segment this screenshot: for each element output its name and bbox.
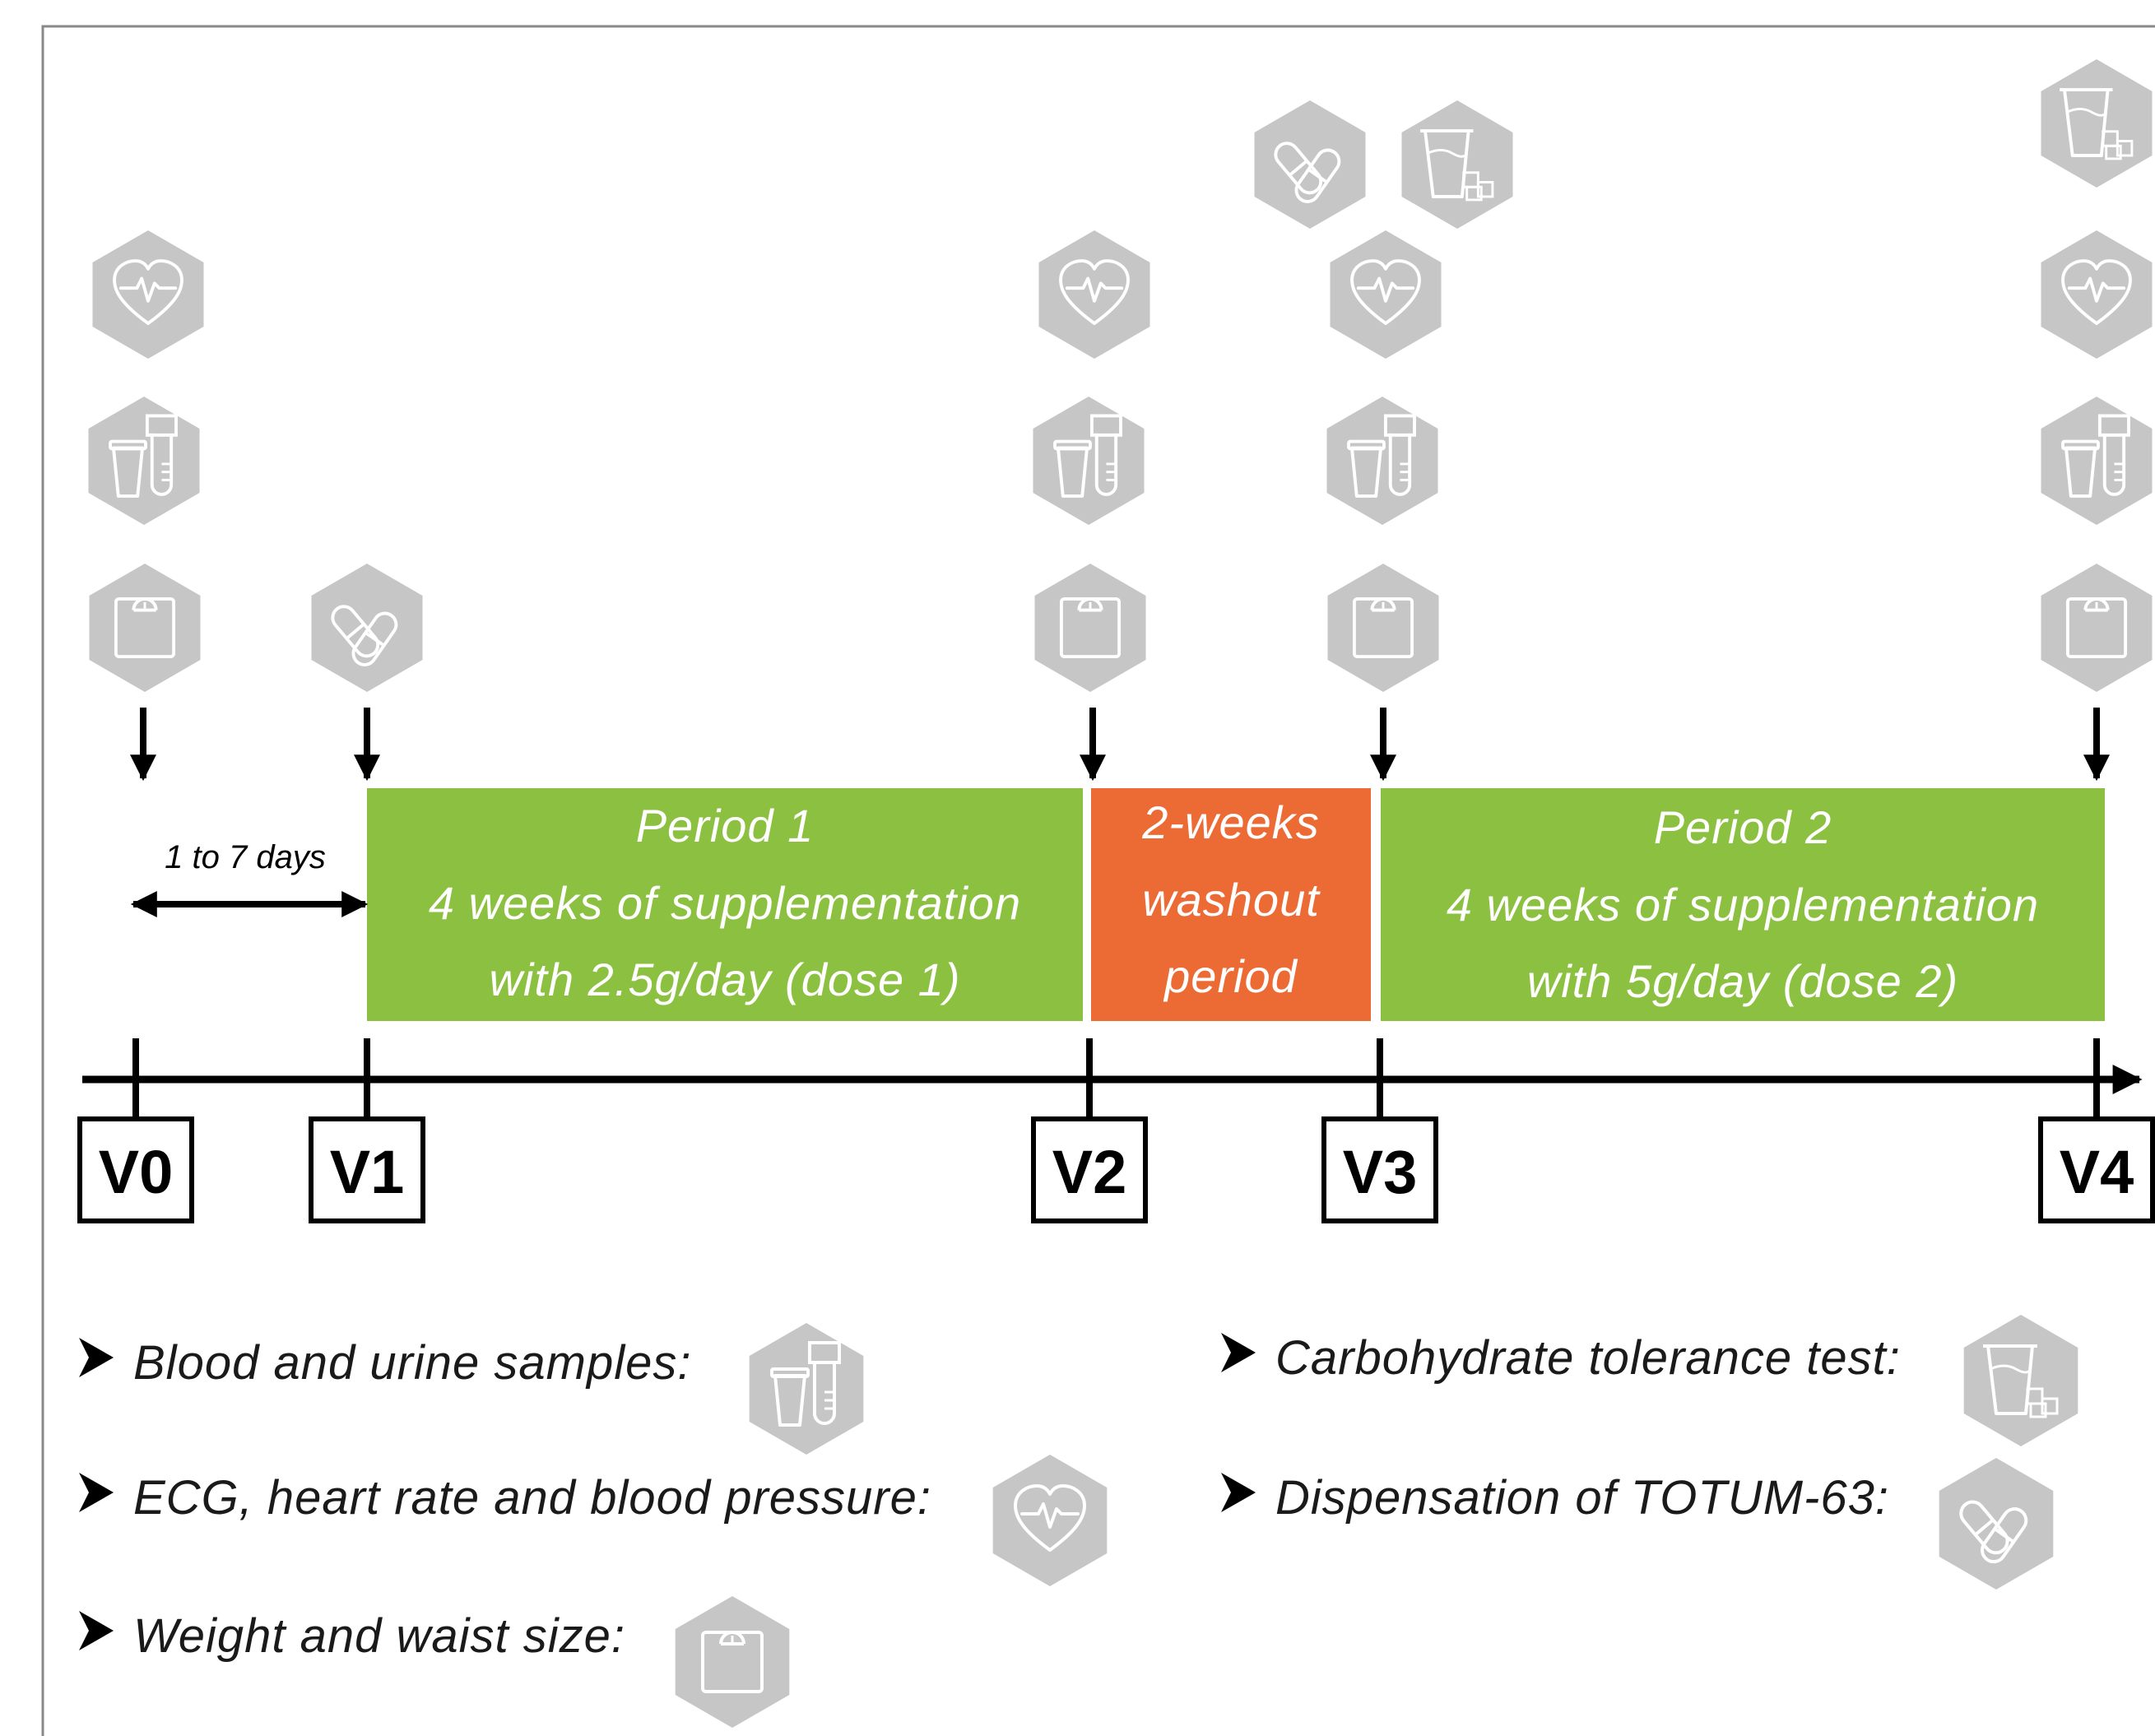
screening-gap-label: 1 to 7 days: [165, 839, 326, 875]
ecg-heart-icon: [92, 230, 204, 359]
legend-label: ECG, heart rate and blood pressure:: [133, 1471, 931, 1525]
arrow-bullet-icon: [79, 1473, 114, 1512]
visit-label: V4: [2060, 1138, 2134, 1206]
blood-urine-samples-icon: [1033, 397, 1145, 525]
legend-item: Carbohydrate tolerance test:: [1221, 1315, 2078, 1446]
weighing-scale-icon: [1034, 564, 1146, 692]
washout-bar: [1091, 788, 1371, 1021]
weighing-scale-icon: [89, 564, 201, 692]
arrow-bullet-icon: [79, 1611, 114, 1650]
period-1-dose: with 2.5g/day (dose 1): [490, 954, 961, 1005]
legend-label: Weight and waist size:: [133, 1609, 625, 1663]
washout-line-1: 2-weeks: [1141, 796, 1320, 848]
blood-urine-samples-icon: [2041, 397, 2153, 525]
visit-v1: V1: [309, 564, 425, 1223]
ecg-heart-icon: [1038, 230, 1150, 359]
legend-label: Dispensation of TOTUM-63:: [1275, 1471, 1889, 1525]
carbohydrate-test-icon: [2041, 59, 2153, 188]
visit-box: [77, 1116, 194, 1223]
period-2-block: Period 2 4 weeks of supplementation with…: [1381, 788, 2105, 1021]
ecg-heart-icon: [992, 1455, 1108, 1586]
weighing-scale-icon: [675, 1596, 790, 1728]
arrow-bullet-icon: [79, 1338, 114, 1377]
washout-line-2: washout: [1142, 874, 1321, 926]
period-2-dose: with 5g/day (dose 2): [1527, 955, 1958, 1007]
capsules-icon: [311, 564, 423, 692]
blood-urine-samples-icon: [749, 1323, 864, 1455]
capsules-icon: [1254, 100, 1366, 229]
carbohydrate-test-icon: [1401, 100, 1513, 229]
period-1-duration: 4 weeks of supplementation: [429, 877, 1021, 929]
ecg-heart-icon: [1330, 230, 1442, 359]
legend-label: Blood and urine samples:: [133, 1336, 692, 1390]
visit-v2: V2: [1031, 230, 1150, 1223]
visit-label: V1: [330, 1138, 405, 1206]
visit-label: V0: [99, 1138, 174, 1206]
visit-label: V2: [1052, 1138, 1127, 1206]
weighing-scale-icon: [1327, 564, 1439, 692]
visit-box: [1031, 1116, 1148, 1223]
visit-v4: V4: [2038, 59, 2155, 1223]
visits-layer: V0 V1 V2 V3 V4: [77, 59, 2155, 1223]
washout-line-3: period: [1163, 950, 1298, 1002]
visit-box: [309, 1116, 425, 1223]
period-2-bar: [1381, 788, 2105, 1021]
weighing-scale-icon: [2041, 564, 2153, 692]
legend-item: Weight and waist size:: [79, 1596, 790, 1728]
legend-item: ECG, heart rate and blood pressure:: [79, 1455, 1108, 1586]
figure-frame: [41, 25, 2155, 1736]
visit-v3: V3: [1254, 100, 1513, 1223]
legend-item: Dispensation of TOTUM-63:: [1221, 1458, 2054, 1590]
period-2-title: Period 2: [1654, 801, 1832, 853]
visit-label: V3: [1343, 1138, 1418, 1206]
washout-block: 2-weeks washout period: [1091, 788, 1371, 1021]
visit-box: [1321, 1116, 1438, 1223]
blood-urine-samples-icon: [88, 397, 200, 525]
arrow-bullet-icon: [1221, 1333, 1256, 1372]
period-1-bar: [367, 788, 1083, 1021]
capsules-icon: [1939, 1458, 2054, 1590]
legend-item: Blood and urine samples:: [79, 1323, 864, 1455]
arrow-bullet-icon: [1221, 1473, 1256, 1512]
legend: Blood and urine samples: ECG, heart rate …: [79, 1315, 2078, 1728]
ecg-heart-icon: [2041, 230, 2153, 359]
period-1-title: Period 1: [636, 800, 815, 852]
carbohydrate-test-icon: [1963, 1315, 2078, 1446]
blood-urine-samples-icon: [1326, 397, 1438, 525]
visit-box: [2038, 1116, 2155, 1223]
visit-v0: V0: [77, 230, 204, 1223]
legend-label: Carbohydrate tolerance test:: [1275, 1331, 1901, 1385]
period-1-block: Period 1 4 weeks of supplementation with…: [367, 788, 1083, 1021]
period-2-duration: 4 weeks of supplementation: [1447, 879, 2039, 931]
